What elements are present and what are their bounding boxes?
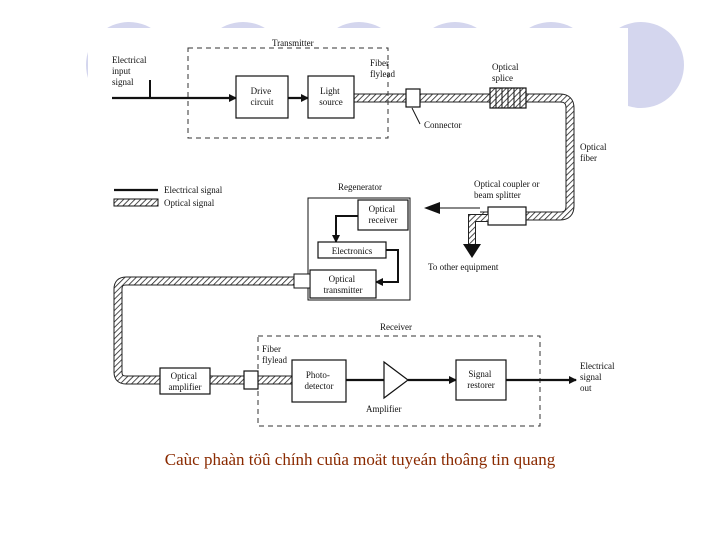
electronics-label: Electronics: [332, 246, 373, 256]
coupler-arrowhead: [424, 202, 440, 214]
optical-splice-label: Optical splice: [492, 62, 521, 83]
connector-shape: [405, 88, 421, 108]
transmitter-label: Transmitter: [272, 38, 314, 48]
electrical-input-label: Electrical input signal: [112, 55, 149, 87]
signal-restorer-box: [455, 359, 507, 401]
branch-arrowhead: [463, 244, 481, 258]
regenerator-connector: [293, 273, 311, 289]
legend-optical-label: Optical signal: [164, 198, 215, 208]
regenerator-box: [307, 197, 411, 301]
legend-electrical-label: Electrical signal: [164, 185, 223, 195]
receiver-connector: [243, 370, 259, 390]
optical-amplifier-label: Optical amplifier: [169, 371, 202, 392]
regenerator-label: Regenerator: [338, 182, 382, 192]
connector-pointer: [411, 107, 421, 125]
fiber-link-diagram: Transmitter Electrical input signal Driv…: [88, 28, 628, 428]
optical-receiver-label: Optical receiver: [369, 204, 398, 225]
optical-transmitter-label: Optical transmitter: [324, 274, 363, 295]
light-source-label: Light source: [319, 86, 343, 107]
connector-label: Connector: [424, 120, 462, 130]
branch-fiber: [469, 215, 488, 246]
other-equipment-label: To other equipment: [428, 262, 499, 272]
optical-fiber-label: Optical fiber: [580, 142, 609, 163]
drive-circuit-label: Drive circuit: [251, 86, 274, 107]
fiber-flylead-top-label: Fiber flylead: [370, 58, 395, 79]
receiver-to-electronics-line: [332, 215, 358, 243]
legend-optical-swatch: [113, 198, 159, 207]
optical-amplifier-box: [159, 367, 211, 395]
receiver-label: Receiver: [380, 322, 412, 332]
electronics-to-transmitter-line: [375, 249, 399, 286]
photodetector-box: [291, 359, 347, 403]
diagram-svg: Transmitter Electrical input signal Driv…: [112, 38, 617, 427]
coupler-shape: [487, 206, 527, 226]
transmitter-box: [187, 47, 389, 139]
photodetector-label: Photo- detector: [305, 370, 334, 391]
coupler-label: Optical coupler or beam splitter: [474, 179, 542, 200]
signal-restorer-label: Signal restorer: [467, 369, 494, 390]
amplifier-label: Amplifier: [366, 404, 402, 414]
optical-transmitter-box: [309, 269, 377, 299]
fiber-flylead-bottom-label: Fiber flylead: [262, 344, 287, 365]
slide-caption: Caùc phaàn töû chính cuûa moät tuyeán th…: [164, 450, 556, 469]
optical-fiber-paths: [113, 93, 575, 385]
electrical-output-label: Electrical signal out: [580, 361, 617, 393]
light-source-box: [307, 75, 355, 119]
amplifier-triangle: [383, 360, 409, 400]
